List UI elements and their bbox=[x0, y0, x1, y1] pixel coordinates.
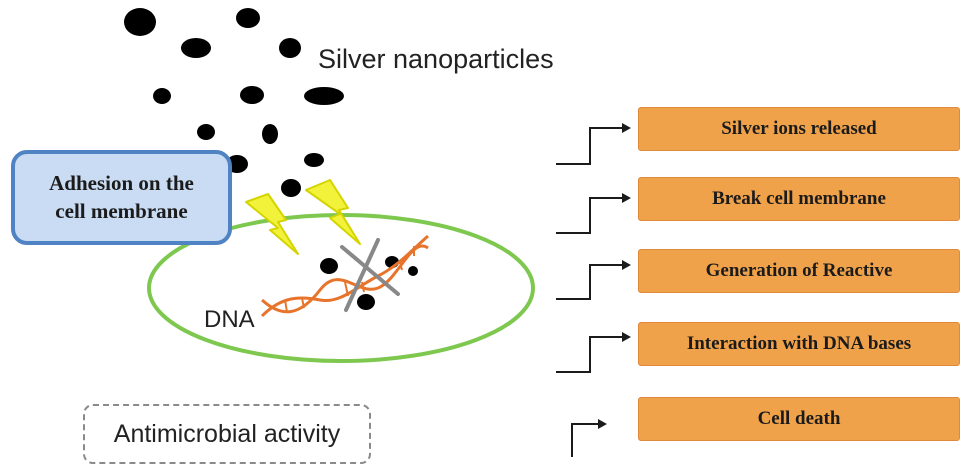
nanoparticle bbox=[153, 88, 171, 104]
nanoparticle bbox=[279, 38, 301, 58]
nanoparticle bbox=[197, 124, 215, 140]
step-break-cell-membrane: Break cell membrane bbox=[638, 177, 960, 221]
nanoparticle bbox=[181, 38, 211, 58]
step-cell-death: Cell death bbox=[638, 397, 960, 441]
dna-strand bbox=[260, 244, 429, 314]
step-generation-of-reactive: Generation of Reactive bbox=[638, 249, 960, 293]
nanoparticle bbox=[357, 294, 375, 310]
step-arrow bbox=[556, 264, 622, 300]
arrowhead-icon bbox=[622, 260, 631, 270]
step-arrow bbox=[556, 127, 622, 165]
dna-damage-cross bbox=[340, 238, 400, 312]
nanoparticle bbox=[236, 8, 260, 28]
nanoparticle bbox=[262, 124, 278, 144]
lightning-bolts bbox=[245, 179, 361, 255]
adhesion-box: Adhesion on the cell membrane bbox=[11, 150, 232, 245]
arrowhead-icon bbox=[622, 193, 631, 203]
arrowhead-icon bbox=[622, 332, 631, 342]
nanoparticles bbox=[124, 8, 418, 310]
nanoparticle bbox=[124, 8, 156, 36]
nanoparticle bbox=[408, 266, 418, 276]
nanoparticle bbox=[240, 86, 264, 104]
dna-strand bbox=[260, 234, 429, 318]
dna-helix bbox=[260, 234, 429, 318]
step-arrow bbox=[571, 423, 598, 457]
lightning-bolt bbox=[305, 179, 361, 245]
dna-rungs bbox=[284, 246, 415, 313]
arrowhead-icon bbox=[622, 123, 631, 133]
nanoparticle bbox=[304, 153, 324, 167]
step-arrow bbox=[556, 197, 622, 234]
step-silver-ions-released: Silver ions released bbox=[638, 107, 960, 151]
nanoparticle bbox=[281, 179, 301, 197]
lightning-bolt bbox=[245, 193, 299, 255]
arrowhead-icon bbox=[598, 419, 607, 429]
title-label: Silver nanoparticles bbox=[318, 44, 554, 74]
nanoparticle bbox=[320, 258, 338, 274]
nanoparticle bbox=[304, 87, 344, 105]
step-interaction-with-dna-bases: Interaction with DNA bases bbox=[638, 322, 960, 366]
dna-label: DNA bbox=[204, 306, 255, 333]
step-arrows bbox=[556, 123, 631, 457]
antimicrobial-activity-box: Antimicrobial activity bbox=[83, 404, 371, 464]
step-arrow bbox=[556, 336, 622, 373]
